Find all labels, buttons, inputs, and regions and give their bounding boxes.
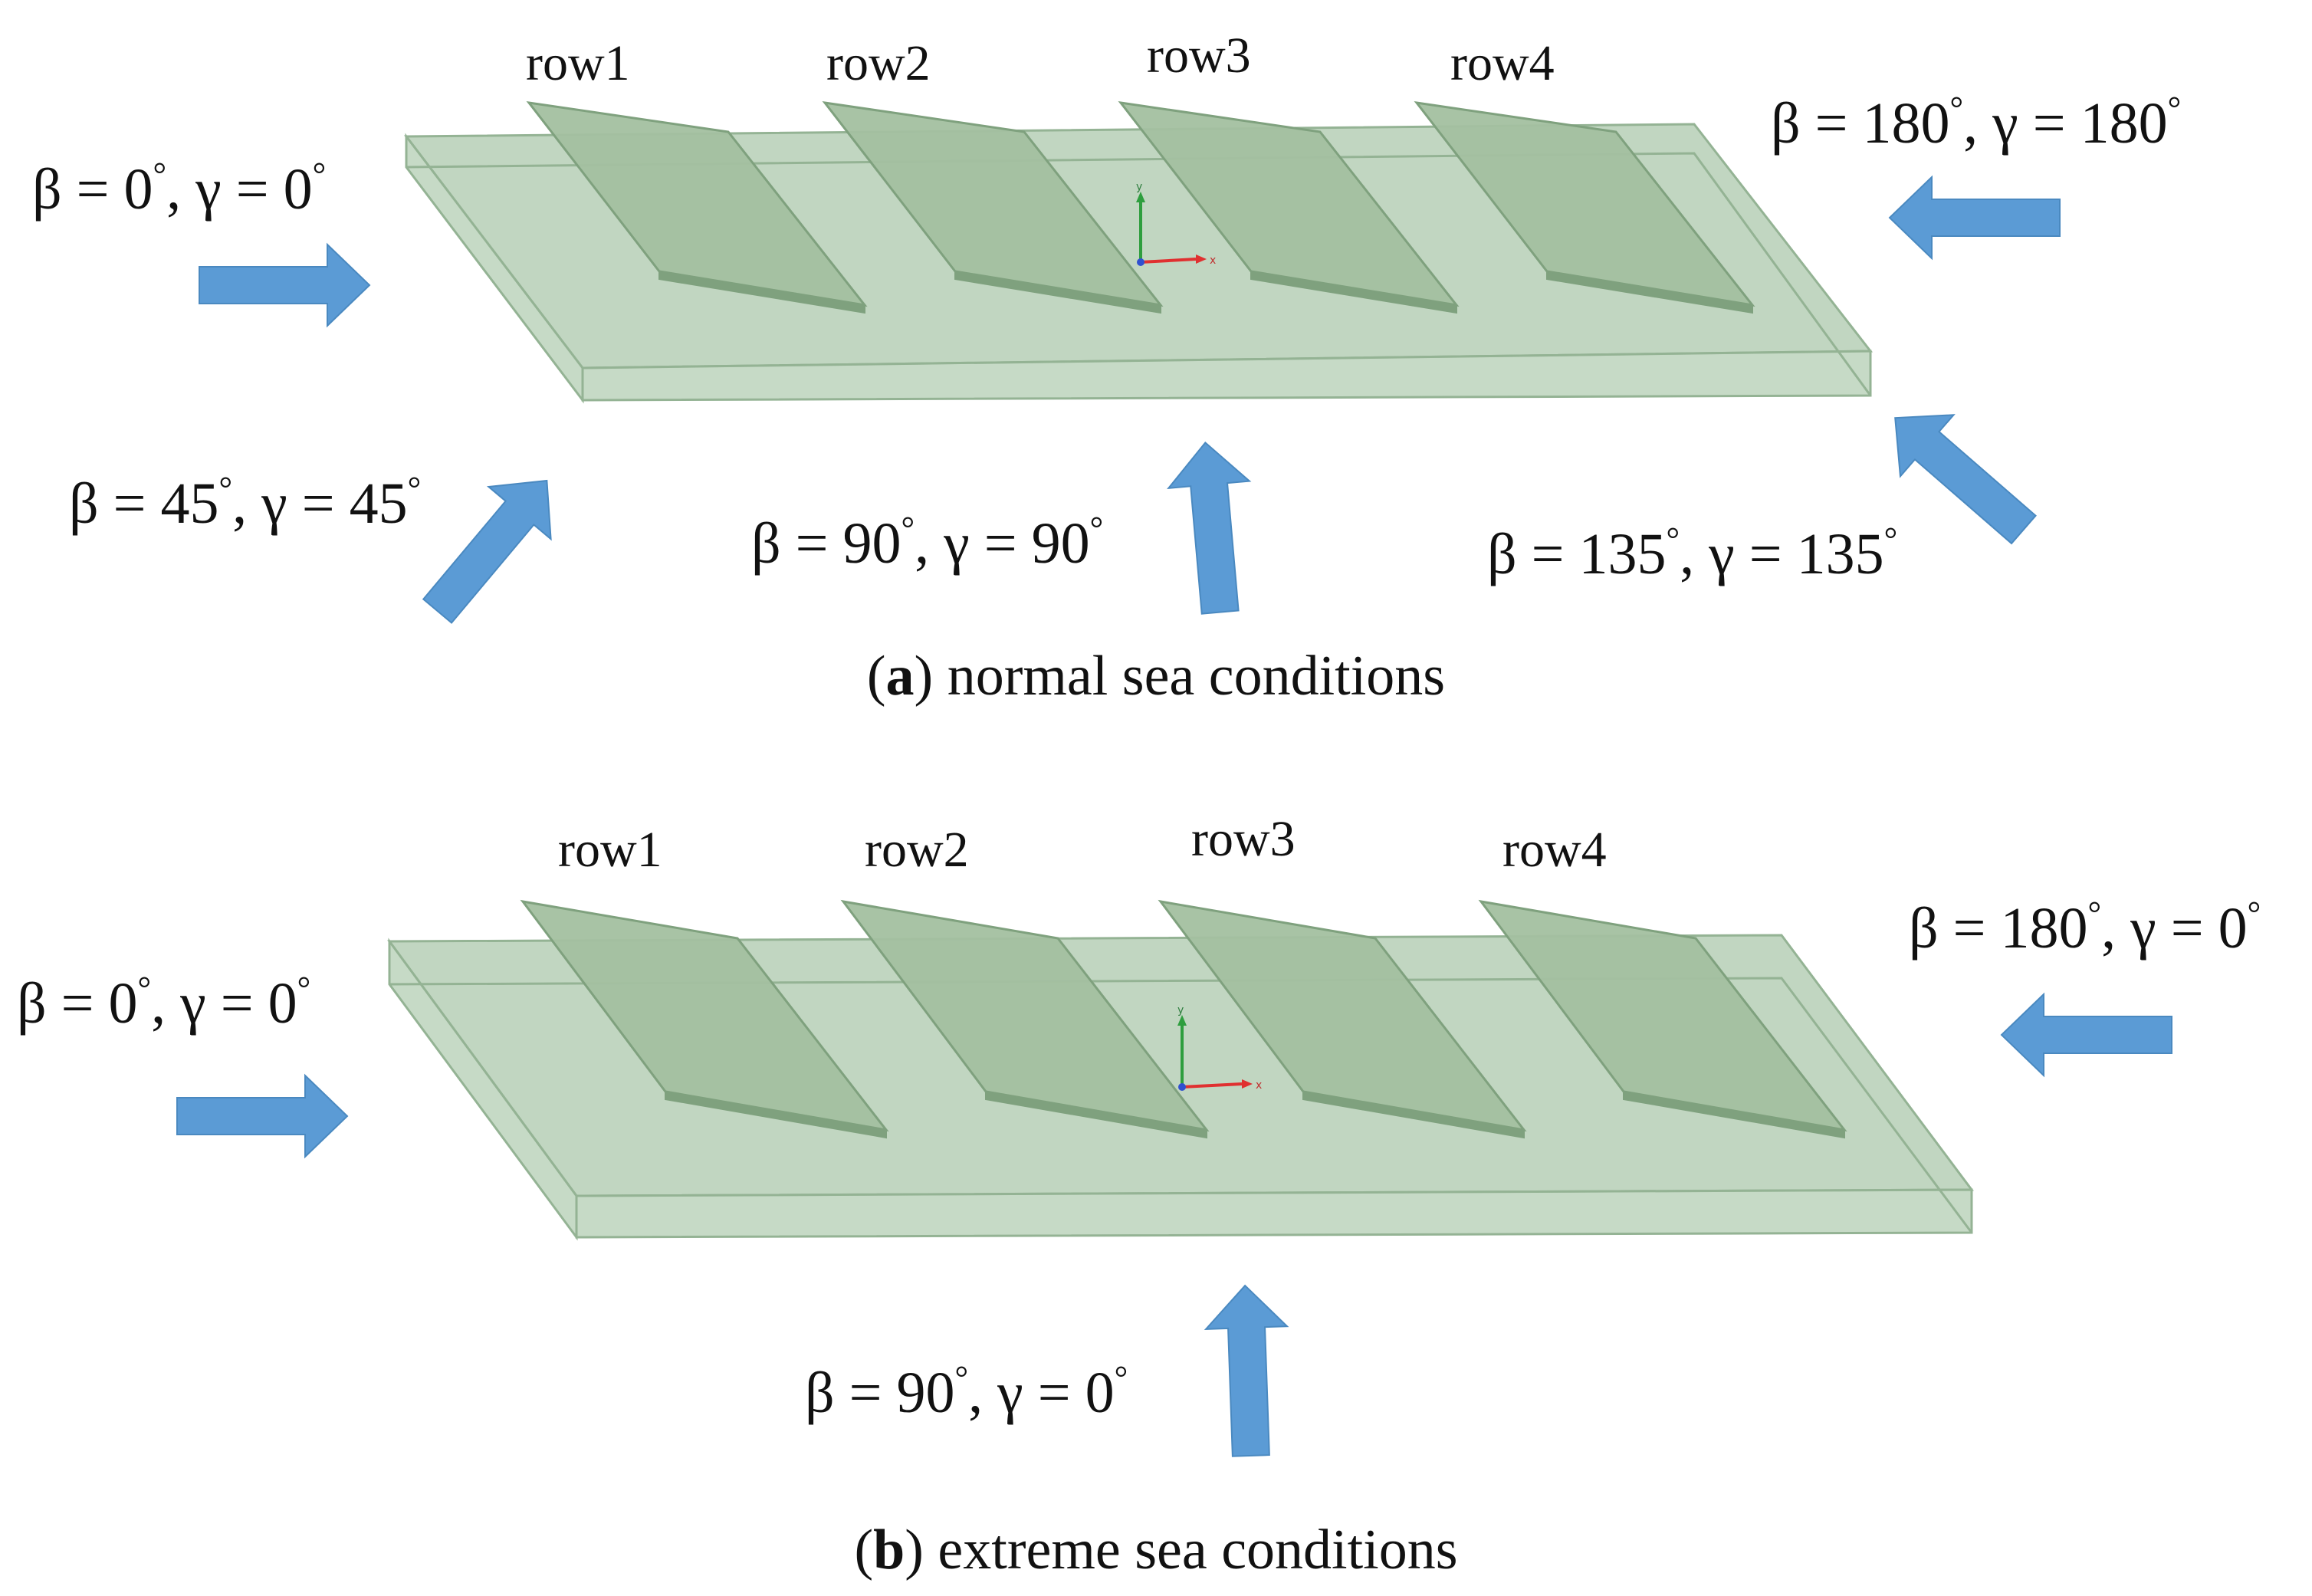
pv-panel-edge [665, 1090, 887, 1139]
angle-label: β = 90°, γ = 0° [805, 1359, 1128, 1425]
pv-panel-row3 [1158, 899, 1527, 1139]
pv-panel-row4 [1478, 899, 1847, 1139]
pv-panel-edge [658, 270, 865, 314]
platform-back-top-edge [406, 152, 1872, 396]
row-label-row1: row1 [526, 35, 630, 91]
pv-panel-row1 [520, 899, 889, 1139]
row-label-row3: row3 [1191, 811, 1296, 867]
angle-label: β = 0°, γ = 0° [32, 156, 326, 222]
row-label-row2: row2 [865, 822, 969, 878]
row-label-row1: row1 [558, 822, 662, 878]
pv-panel-edge [1546, 270, 1753, 314]
wave-arrow-icon [199, 242, 371, 328]
wave-arrow-icon [1894, 414, 2037, 545]
angle-label: β = 45°, γ = 45° [69, 470, 421, 536]
row-label-row3: row3 [1147, 28, 1251, 84]
coordinate-axes-icon: x y [1177, 1004, 1262, 1092]
pv-panel-row4 [1414, 100, 1755, 314]
panel-extreme-sea: x y row1 row2 row3 row4 β = 0°, γ = 0° β… [17, 811, 2261, 1581]
panel-normal-sea: x y row1 row2 row3 row4 β = 0°, γ = 0° β… [32, 28, 2181, 708]
pv-panel-row2 [840, 899, 1210, 1139]
angle-label: β = 180°, γ = 0° [1909, 895, 2261, 961]
angle-label: β = 90°, γ = 90° [751, 510, 1103, 576]
row-label-row4: row4 [1502, 822, 1607, 878]
pv-panel-row1 [526, 100, 868, 314]
panel-caption: (b) extreme sea conditions [854, 1519, 1457, 1581]
pv-panel-row2 [822, 100, 1164, 314]
pv-panel-edge [985, 1090, 1207, 1139]
row-label-row2: row2 [826, 35, 931, 91]
axis-x-label: x [1256, 1079, 1262, 1092]
angle-label: β = 180°, γ = 180° [1771, 90, 2181, 156]
angle-label: β = 135°, γ = 135° [1487, 521, 1897, 586]
platform-left-face [388, 938, 578, 1241]
platform-front-face [575, 1188, 1973, 1239]
row-label-row4: row4 [1450, 35, 1555, 91]
pv-panel-edge [954, 270, 1161, 314]
wave-arrow-icon [176, 1073, 349, 1159]
panel-caption: (a) normal sea conditions [867, 645, 1445, 708]
coordinate-axes-icon: x y [1136, 181, 1216, 267]
angle-label: β = 0°, γ = 0° [17, 970, 310, 1036]
platform-back-top-edge [389, 977, 1973, 1233]
wave-arrow-icon [1888, 175, 2061, 261]
pv-panel-edge [1302, 1090, 1525, 1139]
axis-y-label: y [1177, 1004, 1184, 1016]
pv-panel-edge [1623, 1090, 1845, 1139]
axis-y-label: y [1136, 181, 1142, 193]
platform-left-face [405, 133, 584, 404]
wave-arrow-icon [1204, 1284, 1289, 1457]
wave-arrow-icon [2000, 992, 2172, 1078]
pv-panel-row3 [1118, 100, 1460, 314]
wave-arrow-icon [1167, 441, 1252, 615]
axis-x-label: x [1210, 255, 1216, 267]
pv-panel-edge [1250, 270, 1457, 314]
wave-arrow-icon [422, 479, 552, 624]
